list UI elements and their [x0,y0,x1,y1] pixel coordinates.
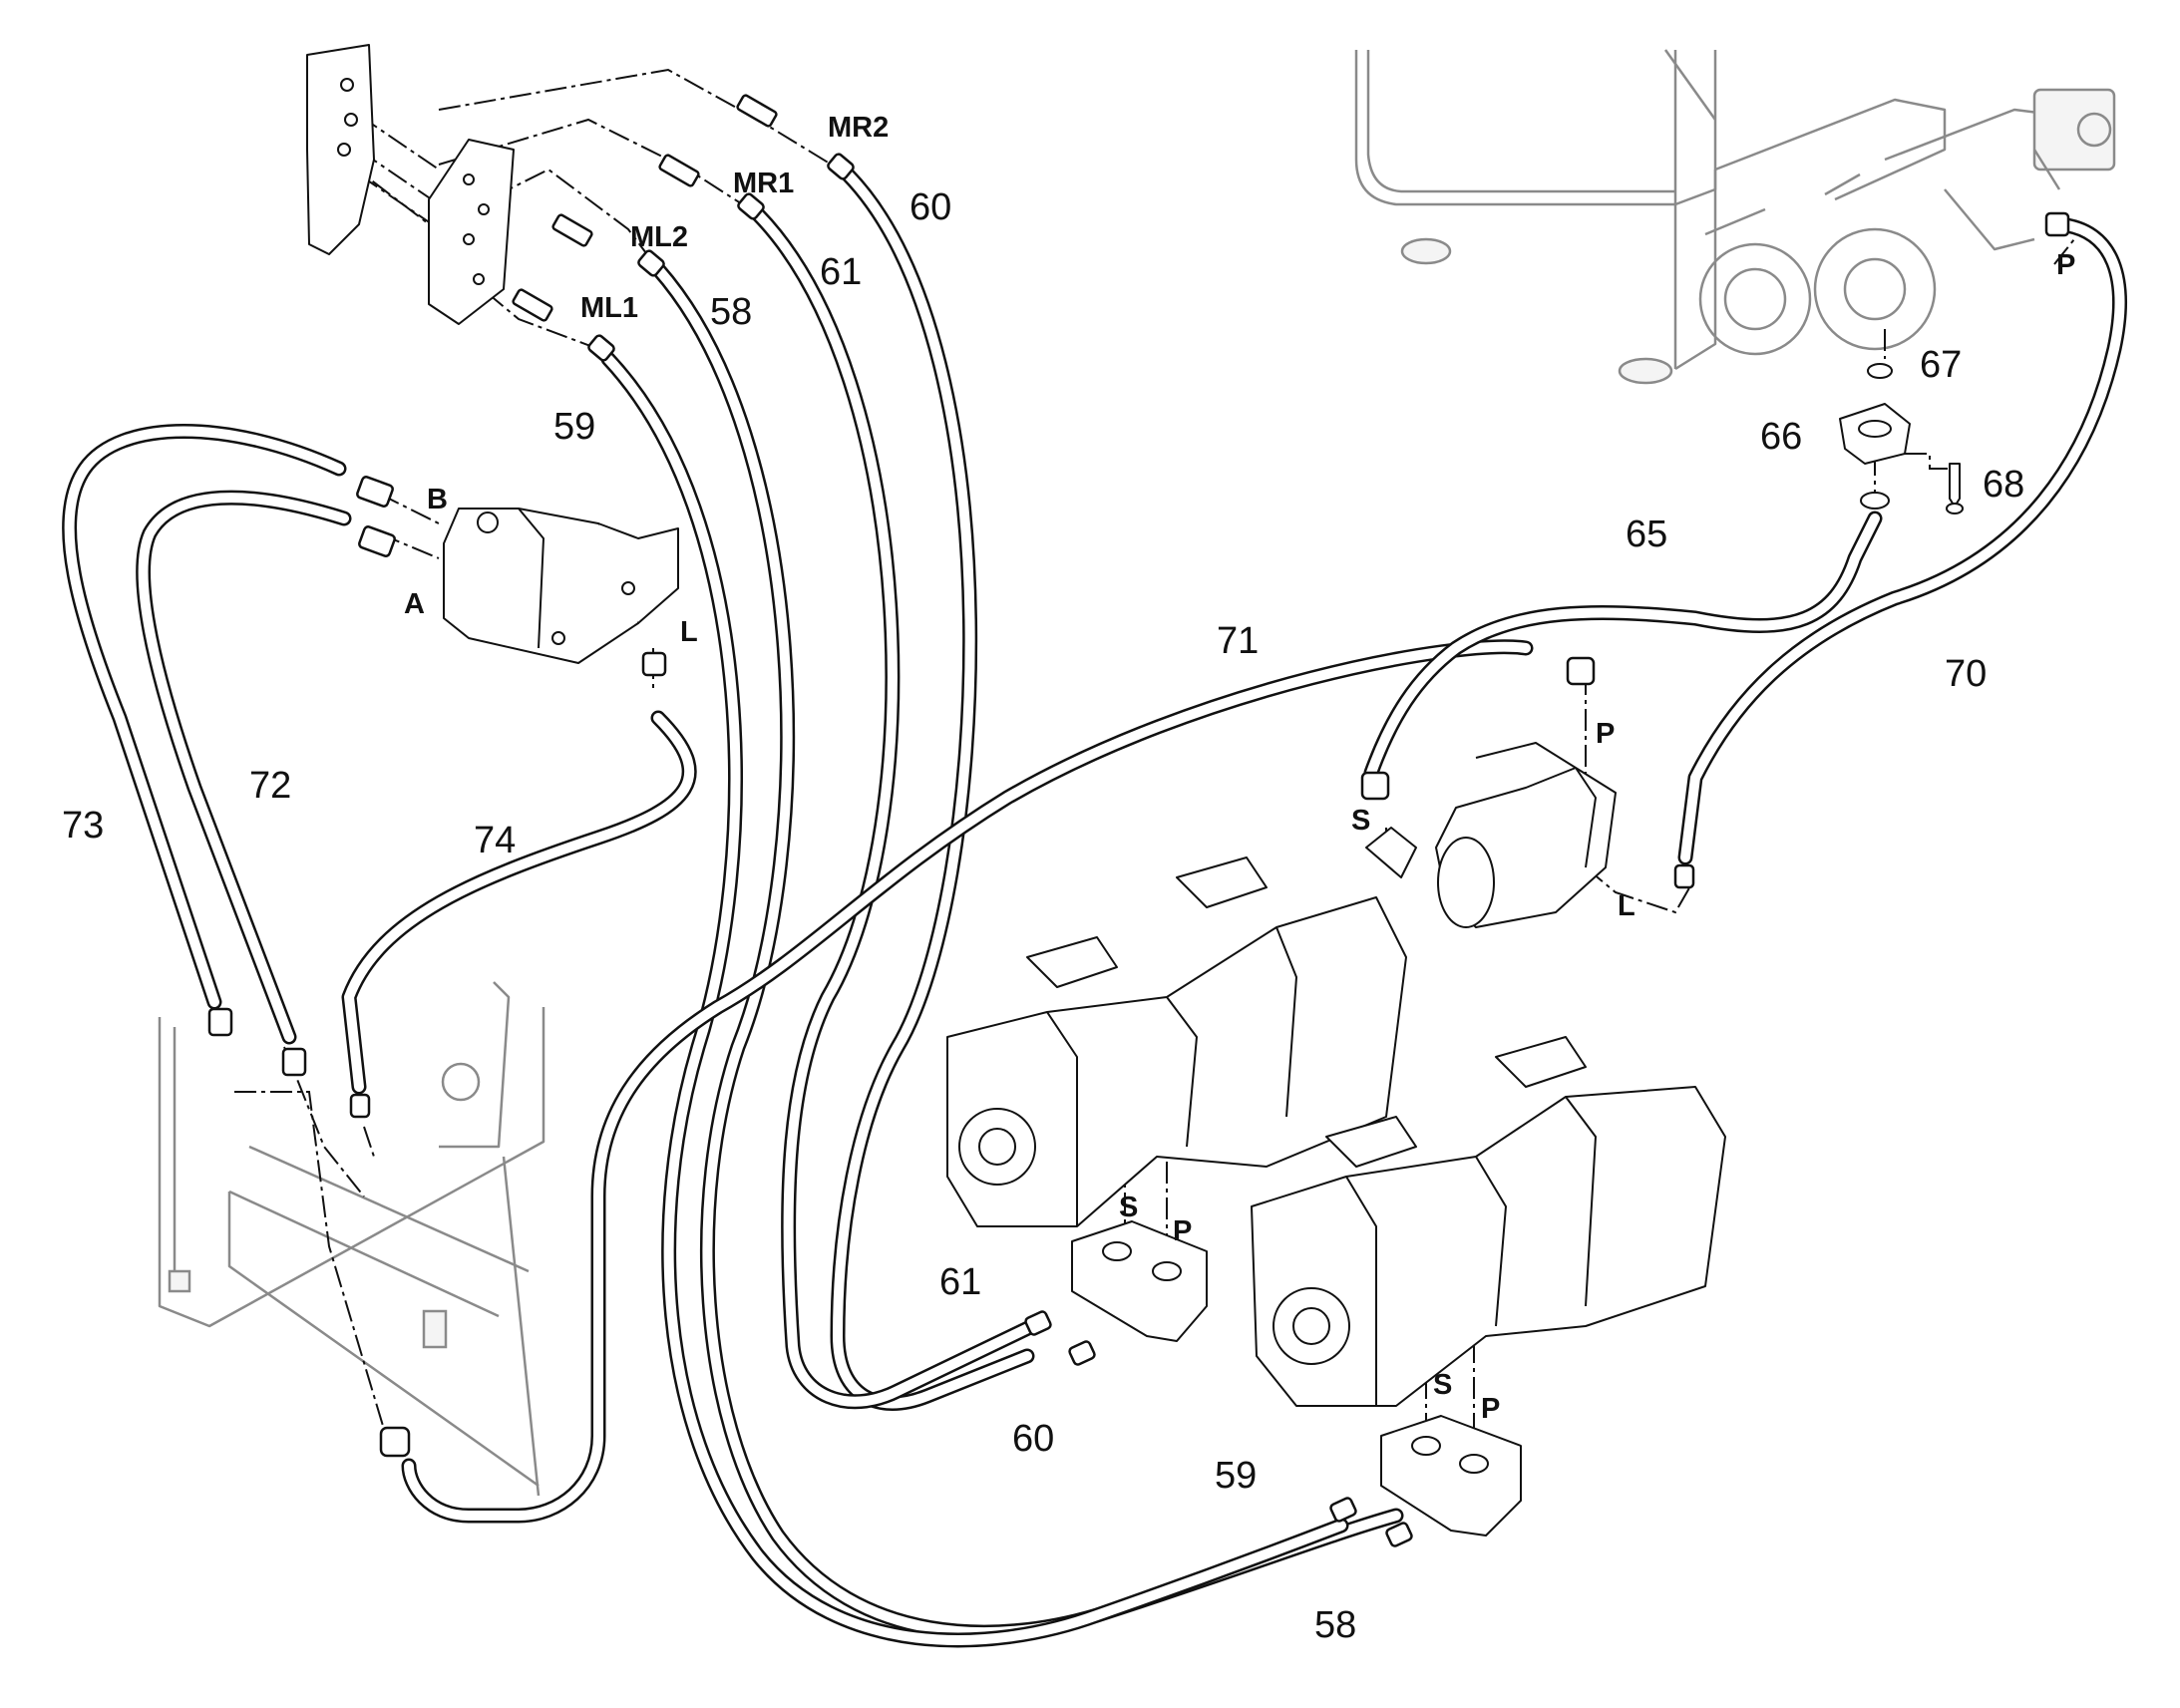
frame-structure [158,981,545,1497]
port-label-p-pump2: P [1481,1393,1500,1425]
fitting-65-s [1360,771,1390,801]
part-number-73: 73 [62,805,104,847]
part-number-67: 67 [1920,344,1962,386]
port-block-2 [1380,1415,1522,1537]
port-label-s-pump1: S [1119,1192,1138,1223]
o-ring-upper [1867,363,1893,379]
manifold-plate [428,139,515,325]
port-label-mr1: MR1 [733,168,794,199]
port-label-ml2: ML2 [630,221,688,253]
part-number-66: 66 [1760,416,1802,458]
fitting-58-bottom [1385,1522,1413,1547]
nipple-mr1 [658,154,700,187]
fitting-b [356,476,394,508]
swing-motor [443,508,679,664]
port-label-s-charge-pump: S [1351,805,1370,837]
part-number-labels: 60 61 58 59 73 72 74 71 65 70 66 67 68 6… [62,186,2024,1646]
fitting-charge-p [1566,656,1596,686]
fitting-mr2 [827,153,855,180]
pump-assembly-2 [1251,1036,1726,1407]
nipple-ml1 [512,288,553,322]
fitting-a [358,525,396,557]
fitting-mr1 [737,192,765,220]
fitting-59-bottom [1329,1497,1357,1523]
port-labels: MR2 MR1 ML2 ML1 B A L P P S L S P S P [404,112,2075,1425]
charge-pump [1365,742,1617,928]
fitting-l [641,651,667,677]
fitting-70-top [2044,211,2070,237]
part-number-59-bottom: 59 [1215,1455,1257,1497]
nipple-ml2 [551,213,593,247]
o-ring-lower [1860,492,1890,510]
part-number-61-top: 61 [820,251,862,293]
part-number-74: 74 [474,820,516,861]
fitting-71-end [379,1426,411,1458]
nipple-mr2 [736,94,778,128]
fitting-73-end [207,1007,233,1037]
clamp-screw [1946,463,1964,514]
port-label-p-pump1: P [1173,1215,1192,1247]
fitting-61-bottom [1024,1310,1052,1336]
fitting-60-bottom [1068,1340,1096,1366]
part-number-59-top: 59 [553,406,595,448]
port-block-1 [1071,1220,1208,1342]
hose-fittings [207,94,2070,1547]
fitting-74-end [349,1093,371,1119]
mounting-bracket [306,44,375,255]
part-number-70: 70 [1945,653,1987,695]
port-label-b: B [427,484,448,515]
port-label-ml1: ML1 [580,292,638,324]
part-number-65: 65 [1626,513,1667,555]
part-number-61-bottom: 61 [939,1261,981,1303]
fitting-ml2 [637,249,665,277]
part-number-71: 71 [1217,620,1259,662]
port-label-p-top-right: P [2056,249,2075,281]
tank-unit [1354,49,2116,385]
flange-clamp [1839,403,1911,465]
part-number-60-bottom: 60 [1012,1418,1054,1460]
part-number-58-top: 58 [710,291,752,333]
fitting-72-end [281,1047,307,1077]
part-number-60-top: 60 [909,186,951,228]
port-label-l-charge-pump: L [1618,890,1635,922]
fitting-70-end [1673,863,1695,889]
pump-assembly-1 [946,856,1407,1227]
fitting-ml1 [587,334,615,362]
part-number-68: 68 [1983,464,2024,506]
part-number-58-bottom: 58 [1314,1604,1356,1646]
port-label-l-motor: L [680,616,698,648]
port-label-s-pump2: S [1433,1369,1452,1401]
part-number-72: 72 [249,765,291,807]
port-label-mr2: MR2 [828,112,889,144]
port-label-p-charge-pump: P [1596,718,1615,750]
hose-lines [62,167,2127,1648]
port-label-a: A [404,588,425,620]
